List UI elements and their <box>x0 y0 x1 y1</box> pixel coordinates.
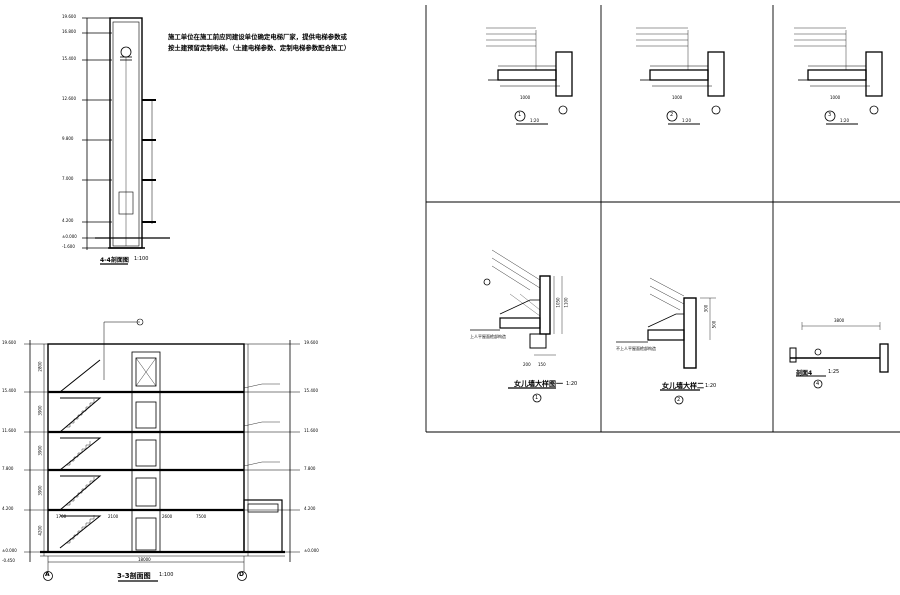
parapet-1-title: 女儿墙大样图一 <box>514 380 563 388</box>
dimension-label: 200 <box>523 362 531 367</box>
detail-number: 4 <box>816 381 820 387</box>
dimension-label: 1700 <box>56 514 67 519</box>
level-label: 15.400 <box>304 388 318 393</box>
level-label: 7.800 <box>2 466 14 471</box>
detail-number: 3 <box>828 112 832 118</box>
detail-4-scale: 1:25 <box>828 369 840 375</box>
dimension-label: 2600 <box>162 514 173 519</box>
level-label: 9.800 <box>62 136 74 141</box>
parapet-detail-2 <box>616 277 716 405</box>
dimension-label: 3900 <box>37 405 43 416</box>
level-label: 11.600 <box>304 428 318 433</box>
level-label: 15.400 <box>2 388 16 393</box>
level-label: 4.200 <box>62 218 74 223</box>
detail-number: 1 <box>535 395 539 401</box>
dimension-label: 500 <box>711 320 717 329</box>
level-label: 19.600 <box>2 340 16 345</box>
detail-number: 1 <box>518 112 522 118</box>
level-label: 15.400 <box>62 56 76 61</box>
level-label: 4.200 <box>304 506 316 511</box>
detail-top-2 <box>636 27 725 125</box>
level-label: 16.800 <box>62 29 76 34</box>
note-line-2: 按土建预留定制电梯。（土建电梯参数、定制电梯参数配合施工） <box>168 44 351 52</box>
level-label: ±0.000 <box>304 548 319 553</box>
parapet-detail-1 <box>470 249 563 403</box>
dimension-label: 300 <box>703 304 709 313</box>
parapet-1-caption: 上人平屋面檐部构造 <box>470 334 506 339</box>
section-4-4 <box>82 17 170 265</box>
dimension-label: 2100 <box>108 514 119 519</box>
detail-4-title: 剖面4 <box>796 370 813 377</box>
level-label: 11.600 <box>2 428 16 433</box>
dimension-label: 7500 <box>196 514 207 519</box>
level-label: ±0.000 <box>2 548 17 553</box>
detail-dimension: 1000 <box>520 95 531 100</box>
detail-scale: 1:20 <box>530 118 539 123</box>
level-label: 7.800 <box>304 466 316 471</box>
section-3-3-title: 3-3剖面图 <box>117 572 151 580</box>
dimension-label: 1050 <box>555 297 561 308</box>
dimension-label: 3800 <box>834 318 845 323</box>
dimension-label: 150 <box>538 362 546 367</box>
parapet-2-title: 女儿墙大样二 <box>662 382 704 390</box>
axis-label-d: D <box>239 571 244 578</box>
detail-dimension: 1000 <box>672 95 683 100</box>
level-label: 19.600 <box>304 340 318 345</box>
section-3-3-scale: 1:100 <box>159 572 174 578</box>
level-label: -1.600 <box>62 244 75 249</box>
dimension-label: 3900 <box>37 445 43 456</box>
detail-4 <box>789 322 889 389</box>
dimension-label: 1100 <box>563 297 569 308</box>
detail-grid-frame <box>425 5 900 433</box>
detail-number: 2 <box>670 112 674 118</box>
level-label: ±0.000 <box>62 234 77 239</box>
axis-label-a: A <box>45 571 50 578</box>
section-3-3 <box>24 318 300 582</box>
detail-scale: 1:20 <box>840 118 849 123</box>
parapet-2-caption: 不上人平屋面檐部构造 <box>616 346 656 351</box>
dimension-label: 2800 <box>37 361 43 372</box>
section-4-4-scale: 1:100 <box>134 256 149 262</box>
detail-top-3 <box>794 27 883 125</box>
level-label: 7.000 <box>62 176 74 181</box>
note-line-1: 施工单位在施工前应同建设单位确定电梯厂家，提供电梯参数或 <box>168 33 347 41</box>
level-label: 4.200 <box>2 506 14 511</box>
detail-number: 2 <box>677 397 681 403</box>
detail-scale: 1:20 <box>682 118 691 123</box>
level-label: 12.600 <box>62 96 76 101</box>
parapet-1-scale: 1:20 <box>566 381 578 387</box>
parapet-2-scale: 1:20 <box>705 383 717 389</box>
dimension-label: 3900 <box>37 485 43 496</box>
level-label: 19.600 <box>62 14 76 19</box>
section-4-4-title: 4-4剖面图 <box>100 257 129 264</box>
level-label: -0.450 <box>2 558 15 563</box>
detail-top-1 <box>486 27 573 125</box>
detail-dimension: 1000 <box>830 95 841 100</box>
dimension-label: 4200 <box>37 525 43 536</box>
dimension-label: 18000 <box>138 557 151 562</box>
